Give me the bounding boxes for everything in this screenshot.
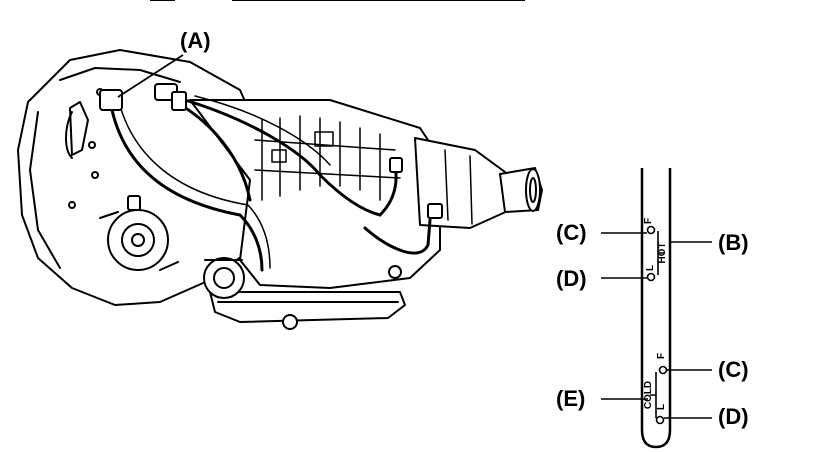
mark-hot-full (646, 225, 656, 235)
callout-E: (E) (556, 386, 586, 411)
harness-connectors (99, 83, 443, 279)
mark-cold-low (655, 415, 665, 425)
dipstick (640, 168, 672, 449)
mark-hot-low (646, 272, 656, 282)
callout-D-lower: (D) (718, 404, 749, 429)
callout-C-upper: (C) (556, 220, 587, 245)
pump-assembly (99, 209, 179, 271)
oil-pan (209, 291, 406, 323)
transmission-assembly (17, 49, 543, 330)
dipstick-markings (601, 225, 712, 425)
cold-range-label: COLD (643, 381, 654, 409)
harness-main (108, 98, 264, 272)
oil-filter (203, 257, 245, 299)
dipstick-scale-text: F L HOT F L COLD (643, 218, 668, 410)
dipstick-body (640, 168, 672, 449)
cold-full-mark: F (656, 353, 667, 359)
hot-range-label: HOT (657, 242, 668, 263)
callout-C-lower: (C) (718, 357, 749, 382)
drain-plug (282, 314, 298, 330)
callout-B: (B) (718, 230, 749, 255)
hot-low-mark: L (645, 265, 656, 271)
callout-D-upper: (D) (556, 266, 587, 291)
connector-A (99, 89, 123, 111)
transmission-case (189, 99, 441, 289)
callout-A: (A) (180, 28, 211, 53)
cold-low-mark: L (656, 404, 667, 410)
leader-A (117, 54, 184, 98)
mark-cold-full (658, 365, 668, 375)
hot-full-mark: F (643, 218, 654, 224)
